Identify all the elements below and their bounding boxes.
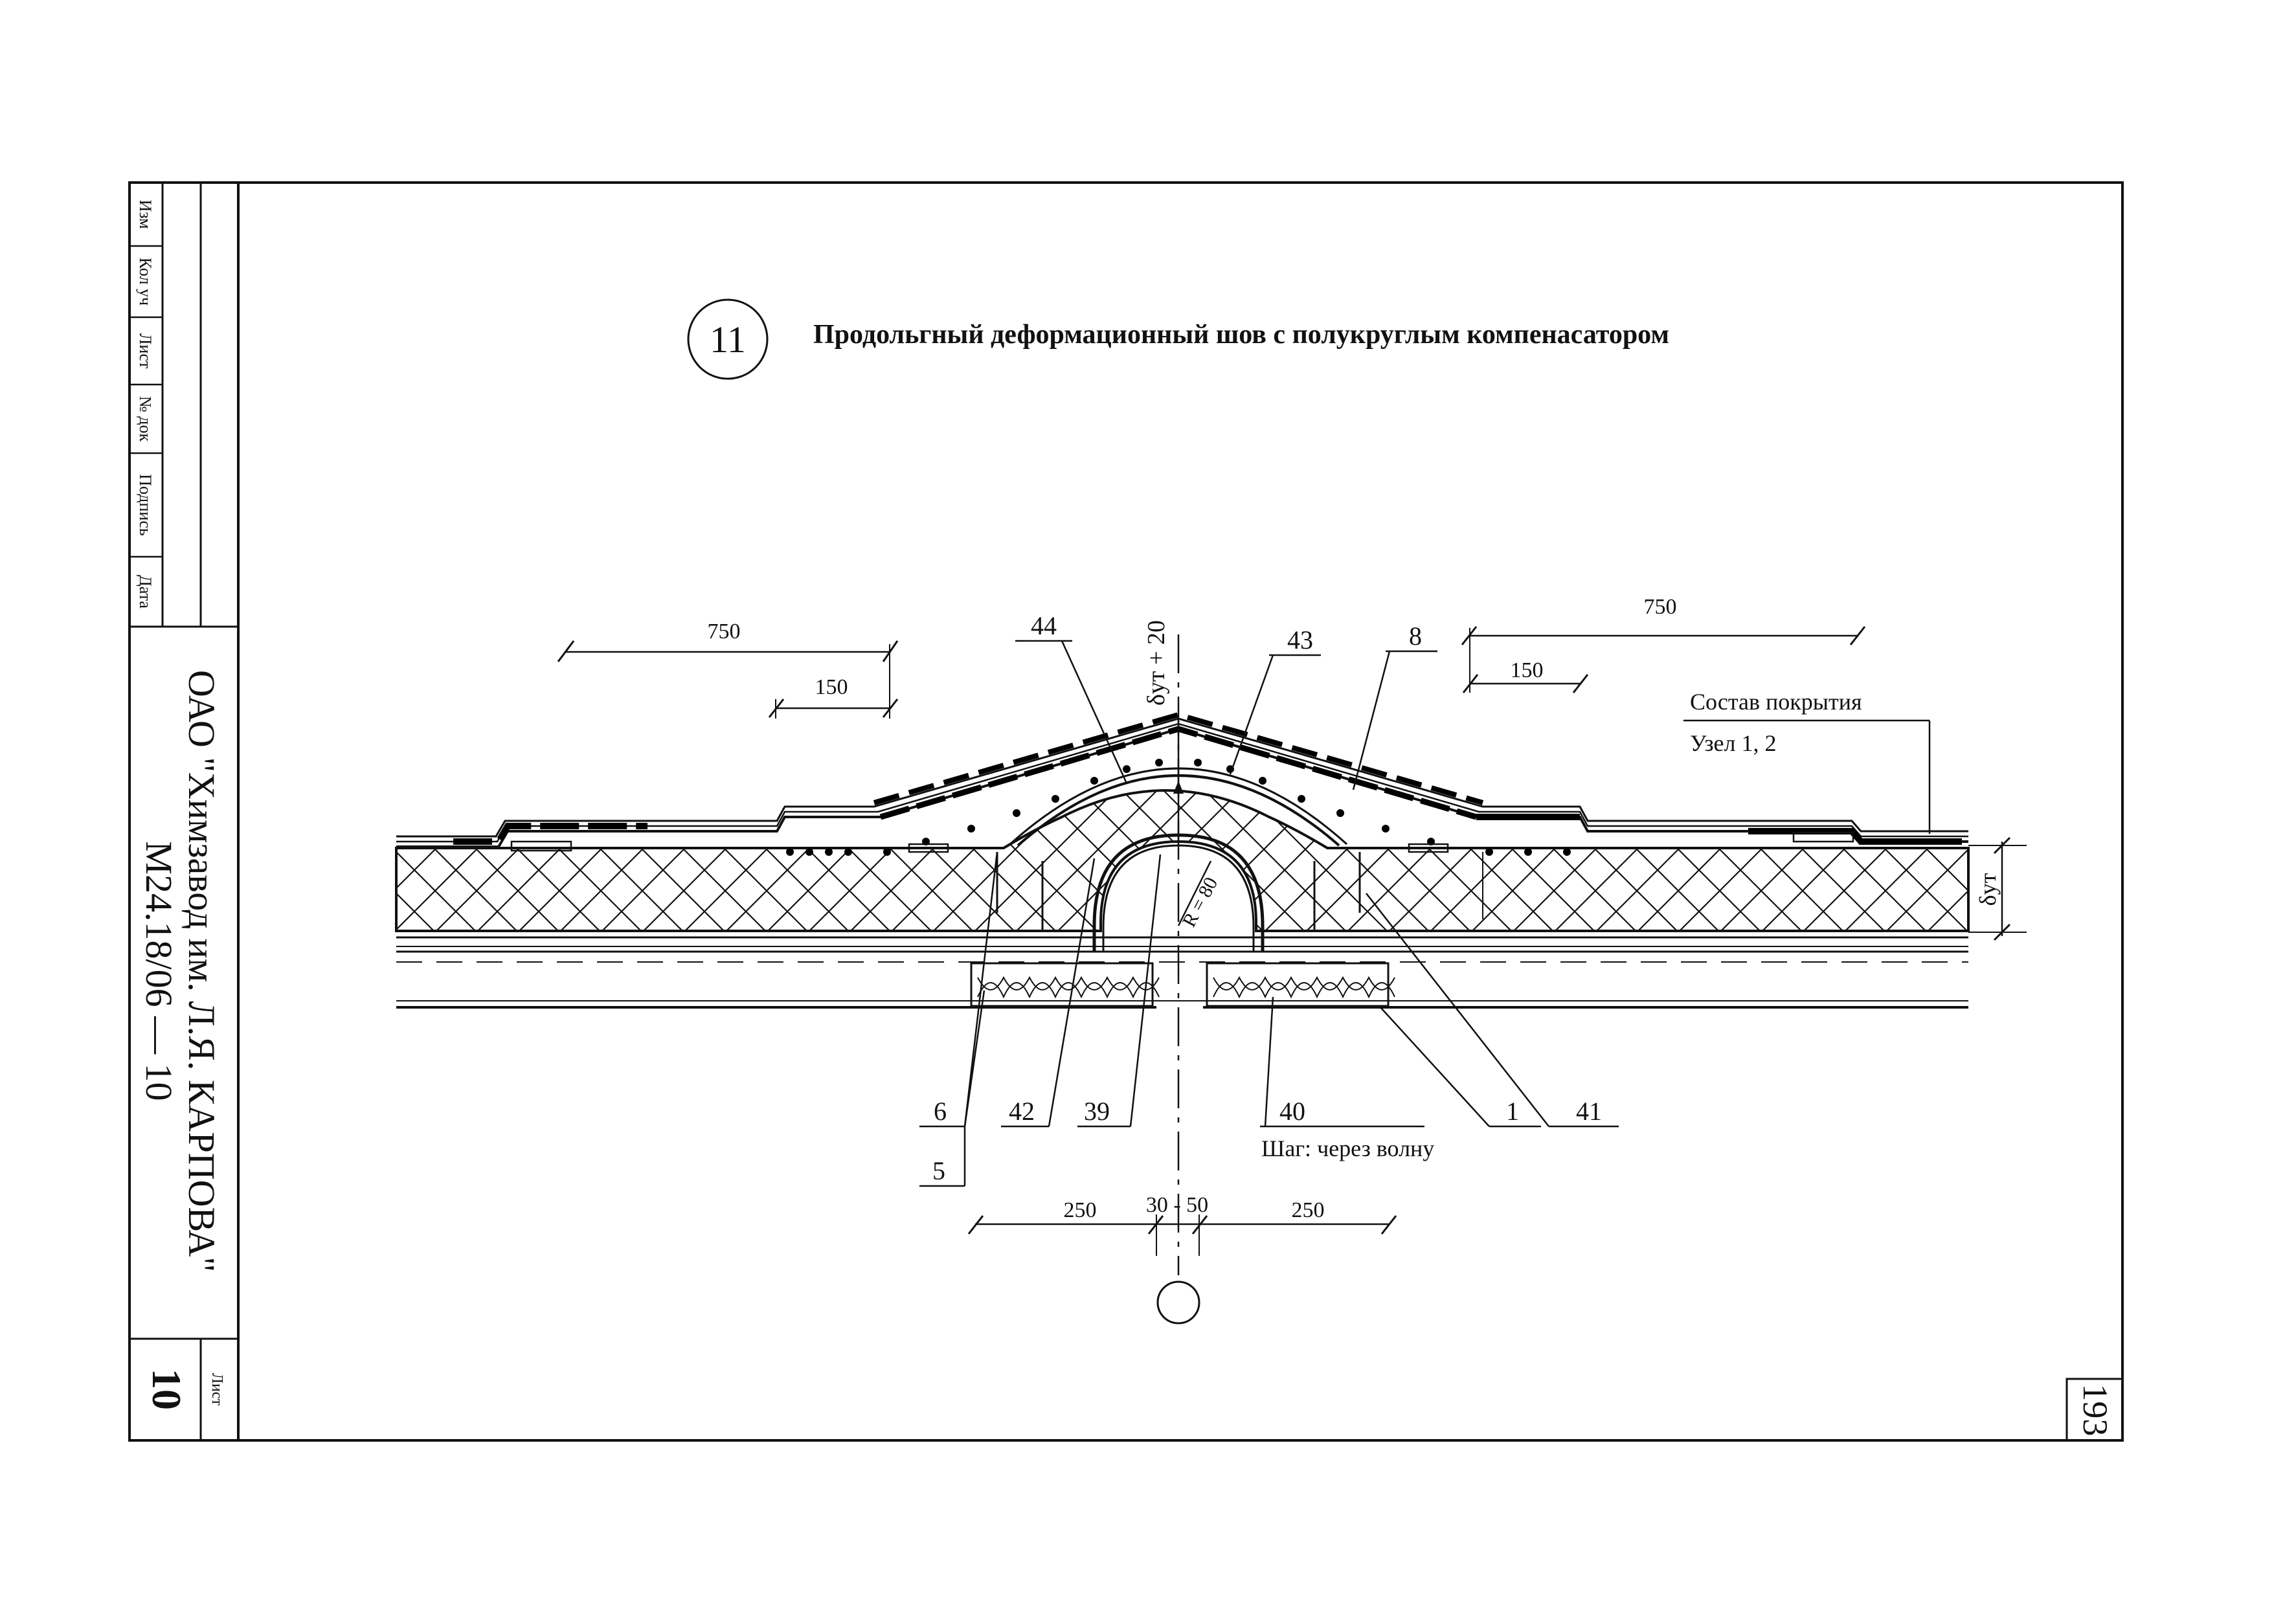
sheet-number: 10 — [144, 1369, 190, 1410]
organization-name: ОАО "Химзавод им. Л.Я. КАРПОВА" — [181, 670, 223, 1272]
callout-leaders — [919, 640, 1931, 1187]
wool-filler-left — [970, 962, 1160, 1007]
dim-bottom-right-250: 250 — [1292, 1198, 1325, 1222]
dim-top-center: δут + 20 — [1143, 620, 1170, 706]
callout-43: 43 — [1287, 625, 1313, 654]
insulation-board — [395, 789, 1970, 932]
stamp-col-doc: № док — [136, 396, 155, 442]
rivet-dots — [786, 759, 1571, 856]
callout-44: 44 — [1031, 611, 1057, 640]
axis-marker-circle — [1156, 1280, 1200, 1325]
callout-5: 5 — [932, 1156, 945, 1185]
stamp-col-sign: Подпись — [136, 474, 155, 536]
roof-section — [395, 634, 1970, 1275]
composition-ref: Узел 1, 2 — [1690, 730, 1777, 756]
stamp-col-kol: Кол уч — [136, 258, 155, 306]
stamp-col-izm: Изм — [136, 199, 155, 229]
callout-1: 1 — [1506, 1097, 1519, 1126]
dim-bottom-gap: 30 - 50 — [1146, 1193, 1208, 1217]
composition-title: Состав покрытия — [1690, 689, 1862, 715]
document-code: М24.18/06 — 10 — [138, 841, 180, 1101]
node-number: 11 — [710, 319, 746, 361]
dim-left-750: 750 — [708, 620, 741, 643]
page-number: 193 — [2076, 1384, 2115, 1437]
stamp-col-date: Дата — [136, 575, 155, 609]
drawing-title: Продольгный деформационный шов с полукру… — [813, 320, 1669, 350]
dim-radius: R = 80 — [1178, 874, 1222, 931]
sheet-label: Лист — [208, 1373, 225, 1406]
dim-left-150: 150 — [815, 675, 848, 699]
callout-6: 6 — [934, 1097, 947, 1126]
dim-right-150: 150 — [1511, 658, 1544, 682]
node-number-circle — [687, 298, 769, 380]
stamp-col-list: Лист — [136, 333, 155, 368]
dim-right-750: 750 — [1644, 595, 1677, 619]
sheet-frame — [128, 181, 2124, 1442]
dim-right-thickness: δут — [1975, 873, 2001, 906]
dimension-lines — [557, 626, 2027, 1325]
stamp-columns: Изм Кол уч Лист № док Подпись Дата — [136, 199, 155, 609]
callout-42: 42 — [1009, 1097, 1035, 1126]
callout-40: 40 — [1279, 1097, 1305, 1126]
callout-39: 39 — [1084, 1097, 1110, 1126]
callout-41: 41 — [1576, 1097, 1602, 1126]
wool-filler-right — [1206, 962, 1395, 1007]
callout-8: 8 — [1409, 621, 1422, 651]
dim-bottom-left-250: 250 — [1064, 1198, 1097, 1222]
step-note: Шаг: через волну — [1261, 1135, 1434, 1161]
